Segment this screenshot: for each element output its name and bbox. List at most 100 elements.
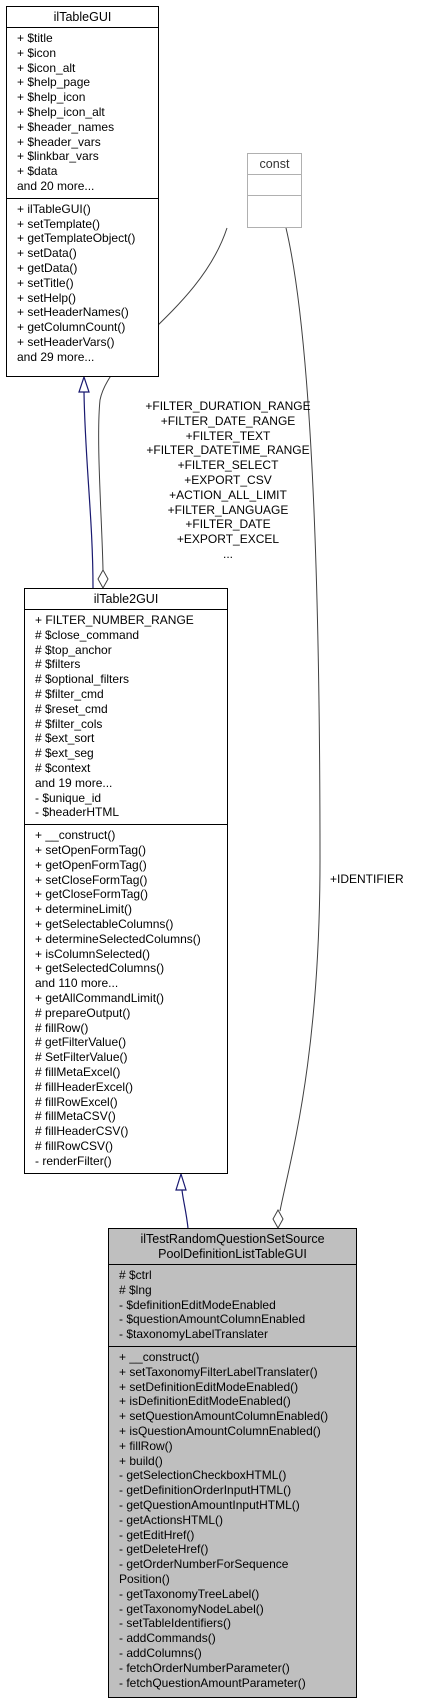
edge-label-const-table2gui: +FILTER_DURATION_RANGE+FILTER_DATE_RANGE… [128, 399, 328, 562]
member-line: # $optional_filters [35, 672, 130, 687]
member-line: Position() [119, 1571, 170, 1586]
member-line: + setData() [17, 246, 77, 261]
member-line: - getTaxonomyNodeLabel() [119, 1601, 264, 1616]
member-line: + isColumnSelected() [35, 946, 151, 961]
inheritance-arrow-tablegui [78, 375, 90, 393]
member-line: - getEditHref() [119, 1527, 195, 1542]
member-line: # fillRowCSV() [35, 1138, 114, 1153]
member-line: and 29 more... [17, 349, 95, 364]
methods-section: + ilTableGUI()+ setTemplate()+ getTempla… [7, 197, 158, 369]
member-line: # fillHeaderExcel() [35, 1079, 134, 1094]
member-line: +ACTION_ALL_LIMIT [169, 487, 287, 502]
edge-label-identifier: +IDENTIFIER [330, 872, 404, 886]
member-line: + $data [17, 164, 58, 179]
member-line: # $ext_seg [35, 746, 94, 761]
member-line: + getOpenFormTag() [35, 857, 147, 872]
member-line: + $header_names [17, 119, 115, 134]
member-line: + __construct() [35, 828, 116, 843]
member-line: # $ctrl [119, 1268, 152, 1282]
member-line: - getTaxonomyTreeLabel() [119, 1586, 260, 1601]
class-iltable2gui[interactable]: ilTable2GUI + FILTER_NUMBER_RANGE# $clos… [24, 588, 228, 1174]
member-line: + $help_page [17, 75, 91, 90]
methods-section [248, 195, 301, 216]
member-line: +FILTER_DATETIME_RANGE [146, 443, 310, 458]
inheritance-arrow-table2gui [175, 1171, 187, 1191]
member-line: + $help_icon_alt [17, 104, 105, 119]
member-line: + setOpenFormTag() [35, 842, 147, 857]
member-line: - fetchQuestionAmountParameter() [119, 1675, 306, 1690]
class-title: const [259, 157, 290, 171]
class-title: ilTableGUI [53, 10, 112, 24]
member-line: # prepareOutput() [35, 1005, 131, 1020]
member-line: + getData() [17, 260, 78, 275]
member-line: - $taxonomyLabelTranslater [119, 1327, 268, 1342]
member-line: # fillHeaderCSV() [35, 1124, 129, 1139]
member-line: - getQuestionAmountInputHTML() [119, 1497, 300, 1512]
member-line: # $ext_sort [35, 731, 95, 746]
member-line: - setTableIdentifiers() [119, 1616, 232, 1631]
member-line: - addCommands() [119, 1631, 216, 1646]
member-line: and 20 more... [17, 178, 95, 193]
member-line: + __construct() [119, 1349, 200, 1364]
usage-diamond-table2gui [97, 568, 109, 590]
attributes-section: # $ctrl# $lng- $definitionEditModeEnable… [109, 1264, 356, 1346]
class-title: ilTable2GUI [93, 592, 159, 606]
inheritance-edge-target-table2gui [181, 1189, 189, 1229]
member-line: # $filters [35, 657, 81, 672]
attributes-section: + $title+ $icon+ $icon_alt+ $help_page+ … [7, 27, 158, 198]
member-line: + setHelp() [17, 290, 77, 305]
member-line: # $reset_cmd [35, 701, 108, 716]
member-line: + determineLimit() [35, 902, 133, 917]
member-line: +FILTER_SELECT [177, 458, 279, 473]
member-line: - $definitionEditModeEnabled [119, 1297, 276, 1312]
member-line: and 19 more... [35, 775, 113, 790]
member-line: + setTaxonomyFilterLabelTranslater() [119, 1364, 318, 1379]
class-iltablegui[interactable]: ilTableGUI + $title+ $icon+ $icon_alt+ $… [6, 6, 159, 377]
usage-edge-const-table2gui [98, 227, 228, 571]
member-line: + getCloseFormTag() [35, 887, 149, 902]
member-line: - getDeleteHref() [119, 1542, 209, 1557]
member-line: + getSelectableColumns() [35, 916, 174, 931]
member-line: - getSelectionCheckboxHTML() [119, 1468, 287, 1483]
member-line: PoolDefinitionListTableGUI [158, 1247, 307, 1261]
member-line: +FILTER_DATE_RANGE [160, 413, 296, 428]
member-line: + isQuestionAmountColumnEnabled() [119, 1423, 321, 1438]
usage-edge-const-target [279, 227, 321, 1212]
member-line: + determineSelectedColumns() [35, 931, 201, 946]
member-line: ilTestRandomQuestionSetSource [140, 1232, 325, 1246]
member-line: ... [222, 546, 233, 561]
member-line: # fillRow() [35, 1020, 89, 1035]
member-line: + setHeaderVars() [17, 334, 115, 349]
member-line: + $help_icon [17, 90, 86, 105]
member-line: +EXPORT_CSV [184, 472, 272, 487]
member-line: + setHeaderNames() [17, 305, 129, 320]
member-line: + getAllCommandLimit() [35, 990, 165, 1005]
member-line: - $questionAmountColumnEnabled [119, 1312, 306, 1327]
member-line: - getActionsHTML() [119, 1512, 224, 1527]
member-line: +EXPORT_EXCEL [176, 532, 280, 547]
member-line: - getDefinitionOrderInputHTML() [119, 1483, 292, 1498]
member-line: + getTemplateObject() [17, 231, 136, 246]
member-line: + setTitle() [17, 275, 74, 290]
member-line: + $icon_alt [17, 60, 76, 75]
member-line: + getColumnCount() [17, 320, 126, 335]
member-line: # $context [35, 760, 91, 775]
member-line: + setDefinitionEditModeEnabled() [119, 1379, 299, 1394]
member-line: # getFilterValue() [35, 1035, 127, 1050]
member-line: # fillMetaCSV() [35, 1109, 116, 1124]
attributes-section [248, 174, 301, 195]
member-line: + build() [119, 1453, 163, 1468]
class-const[interactable]: const [247, 153, 302, 228]
member-line: # $close_command [35, 627, 140, 642]
member-line: + getSelectedColumns() [35, 961, 165, 976]
methods-section: + __construct()+ setOpenFormTag()+ getOp… [25, 824, 227, 1172]
member-line: + $linkbar_vars [17, 149, 99, 164]
member-line: +FILTER_TEXT [185, 428, 271, 443]
member-line: and 110 more... [35, 976, 119, 991]
member-line: - getOrderNumberForSequence [119, 1557, 289, 1572]
usage-diamond-target [272, 1208, 284, 1230]
member-line: # $filter_cmd [35, 686, 104, 701]
